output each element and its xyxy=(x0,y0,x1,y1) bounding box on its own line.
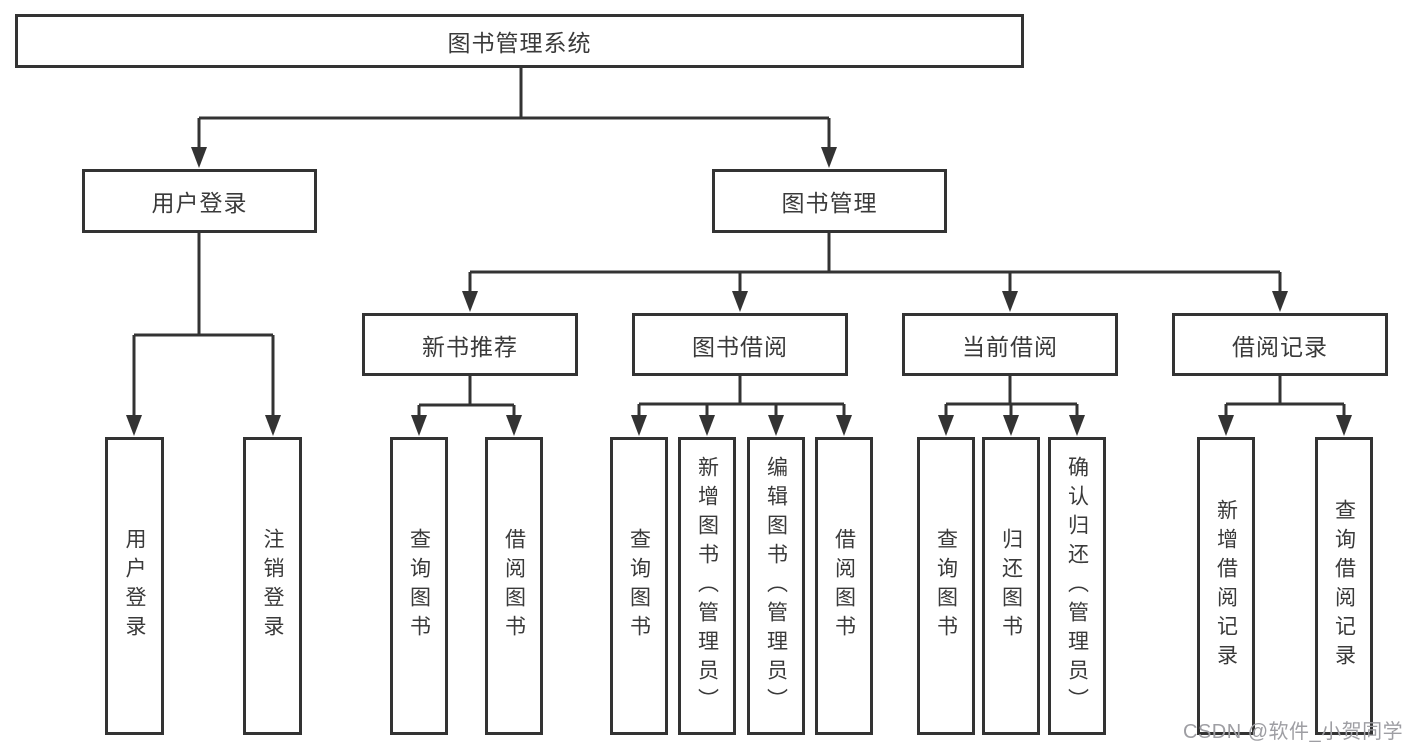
node-user-login: 用户登录 xyxy=(82,169,317,233)
leaf-borrowing-edit-books-admin-label: 编辑图书（管理员） xyxy=(764,455,788,717)
leaf-borrowing-borrow-books-label: 借阅图书 xyxy=(832,528,856,644)
node-root-label: 图书管理系统 xyxy=(447,30,592,56)
connector-root-to-level2 xyxy=(197,68,831,150)
leaf-records-query-record-label: 查询借阅记录 xyxy=(1332,499,1356,673)
leaf-records-add-record-label: 新增借阅记录 xyxy=(1214,499,1238,673)
leaf-current-query-books: 查询图书 xyxy=(917,437,975,735)
leaf-current-confirm-return-admin: 确认归还（管理员） xyxy=(1048,437,1106,735)
connector-current-to-leaves xyxy=(944,376,1079,417)
node-book-borrowing: 图书借阅 xyxy=(632,313,848,376)
leaf-records-add-record: 新增借阅记录 xyxy=(1197,437,1255,735)
connector-borrowing-to-leaves xyxy=(637,376,846,417)
watermark: CSDN @软件_小贺同学 xyxy=(1183,721,1404,743)
node-book-management-label: 图书管理 xyxy=(781,190,878,216)
node-user-login-label: 用户登录 xyxy=(151,190,248,216)
leaf-logout-label: 注销登录 xyxy=(261,528,284,644)
connector-userlogin-to-leaves xyxy=(132,233,275,417)
node-new-book-recommend: 新书推荐 xyxy=(362,313,578,376)
leaf-newbooks-borrow-books: 借阅图书 xyxy=(485,437,543,735)
leaf-borrowing-add-books-admin: 新增图书（管理员） xyxy=(678,437,736,735)
connector-newbooks-to-leaves xyxy=(417,376,516,417)
leaf-current-return-books: 归还图书 xyxy=(982,437,1040,735)
leaf-borrowing-add-books-admin-label: 新增图书（管理员） xyxy=(695,455,719,717)
arrow-down-icons xyxy=(126,147,1352,436)
leaf-borrowing-query-books-label: 查询图书 xyxy=(627,528,651,644)
leaf-newbooks-query-books-label: 查询图书 xyxy=(407,528,431,644)
node-book-borrowing-label: 图书借阅 xyxy=(692,333,788,360)
leaf-current-query-books-label: 查询图书 xyxy=(934,528,958,644)
leaf-logout: 注销登录 xyxy=(243,437,302,735)
leaf-borrowing-edit-books-admin: 编辑图书（管理员） xyxy=(747,437,805,735)
leaf-current-confirm-return-admin-label: 确认归还（管理员） xyxy=(1065,455,1089,717)
connector-records-to-leaves xyxy=(1224,376,1346,417)
leaf-records-query-record: 查询借阅记录 xyxy=(1315,437,1373,735)
leaf-borrowing-query-books: 查询图书 xyxy=(610,437,668,735)
node-current-borrowing: 当前借阅 xyxy=(902,313,1118,376)
leaf-newbooks-borrow-books-label: 借阅图书 xyxy=(502,528,526,644)
leaf-borrowing-borrow-books: 借阅图书 xyxy=(815,437,873,735)
leaf-user-login: 用户登录 xyxy=(105,437,164,735)
leaf-newbooks-query-books: 查询图书 xyxy=(390,437,448,735)
node-borrow-records-label: 借阅记录 xyxy=(1232,333,1328,360)
leaf-user-login-label: 用户登录 xyxy=(123,528,146,644)
node-new-book-recommend-label: 新书推荐 xyxy=(422,333,518,360)
node-root: 图书管理系统 xyxy=(15,14,1024,68)
node-borrow-records: 借阅记录 xyxy=(1172,313,1388,376)
node-book-management: 图书管理 xyxy=(712,169,947,233)
connector-bookmgmt-to-groups xyxy=(468,233,1282,294)
node-current-borrowing-label: 当前借阅 xyxy=(962,333,1058,360)
leaf-current-return-books-label: 归还图书 xyxy=(999,528,1023,644)
